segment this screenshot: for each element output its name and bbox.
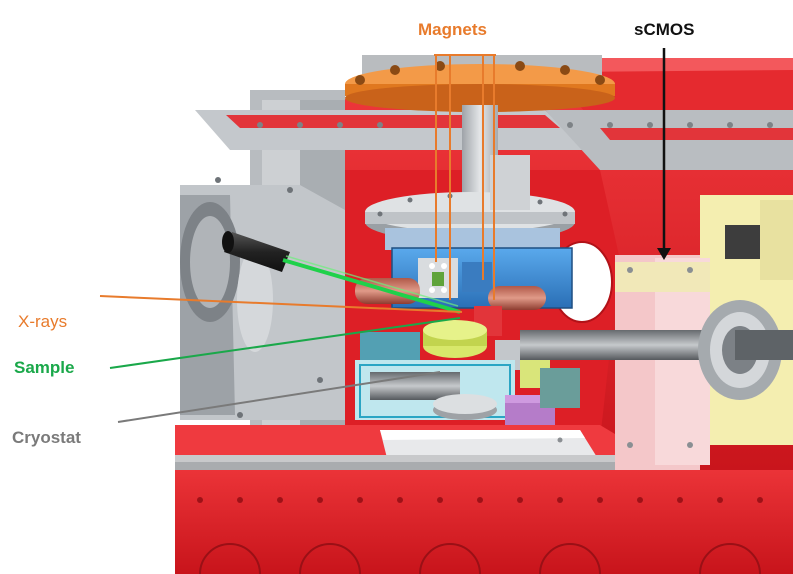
scmos-camera-assembly (520, 195, 793, 470)
cryostat-leader (117, 371, 441, 423)
chamber-front-wall (175, 455, 793, 574)
xrays-label: X-rays (18, 312, 68, 331)
sample-label: Sample (14, 358, 75, 377)
scmos-label: sCMOS (634, 20, 695, 39)
beam-lines (282, 255, 461, 314)
xrays-leader (99, 295, 463, 313)
sample-leader (109, 317, 461, 369)
left-port-housing (180, 177, 345, 420)
left-camera-tube (222, 231, 290, 272)
leader-lines (99, 48, 671, 423)
scmos-arrowhead (657, 248, 671, 260)
mount-disc (365, 155, 575, 250)
magnets-label: Magnets (418, 20, 487, 39)
cryostat-label: Cryostat (12, 428, 81, 447)
